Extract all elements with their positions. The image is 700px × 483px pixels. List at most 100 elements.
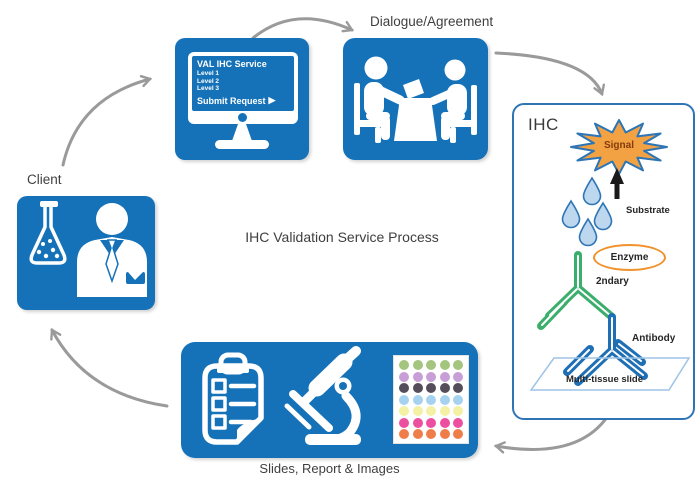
substrate-label: Substrate (626, 205, 670, 216)
page-title: IHC Validation Service Process (245, 229, 439, 245)
results-box (181, 342, 478, 458)
ihc-graphics (529, 119, 691, 391)
screen-level-1: Level 1 (197, 70, 220, 77)
microscope-icon (284, 346, 361, 445)
results-icons (202, 346, 361, 445)
flask-rim (40, 201, 58, 207)
screen-level-2: Level 2 (197, 77, 220, 85)
tissue-dot (439, 383, 450, 393)
microscope-objective (299, 388, 318, 407)
microscope-arm (324, 391, 361, 445)
dot-grid (394, 356, 468, 443)
right-person-head (444, 59, 466, 81)
arrow-portal-to-dialogue (251, 17, 355, 40)
tissue-dot (399, 417, 409, 428)
tissue-dot (412, 417, 423, 428)
tissue-dot (453, 383, 463, 393)
arrow-dialogue-to-ihc (494, 51, 606, 97)
clipboard-clip-bar (217, 367, 249, 373)
laptop (403, 79, 424, 99)
tissue-dot (453, 429, 463, 439)
page-fold (237, 418, 261, 442)
arrow-client-to-portal (61, 75, 153, 167)
portal-box: VAL IHC Service Level 1 Level 2 Level 3 … (175, 38, 309, 160)
meeting-people-icon (354, 56, 477, 143)
droplet (582, 177, 602, 206)
microscope-base (305, 434, 361, 445)
microscope-slide (289, 390, 333, 432)
tissue-dot (426, 406, 436, 416)
tissue-dot (399, 371, 409, 382)
screen-title: VAL IHC Service (197, 59, 267, 69)
tissue-dot (399, 394, 409, 405)
flask-bubbles (36, 239, 60, 259)
microscope-knob-center (339, 382, 347, 390)
tissue-dot (412, 406, 423, 416)
tissue-dot (426, 360, 436, 370)
tissue-dot (412, 429, 423, 439)
left-person-arm (376, 86, 405, 105)
client-label: Client (27, 172, 62, 187)
tissue-dot (439, 429, 450, 439)
antibody-label: Antibody (632, 333, 676, 344)
monitor-stand-neck (232, 124, 252, 141)
signal-label: Signal (603, 140, 634, 151)
left-person-head (364, 56, 388, 80)
substrate-droplets (561, 177, 613, 247)
tissue-dot (453, 371, 463, 382)
multi-tissue-slide-label: Multi-tissue slide (565, 374, 644, 385)
tissue-slide-plane (529, 357, 691, 391)
tissue-dot (426, 383, 436, 393)
checklist-lines (228, 383, 257, 425)
secondary-antibody-label: 2ndary (596, 276, 629, 287)
enzyme-label: Enzyme (610, 252, 649, 263)
tissue-dot (453, 360, 463, 370)
client-box (17, 196, 155, 310)
left-person-leg (381, 116, 390, 140)
droplet (561, 200, 581, 229)
enzyme-badge: Enzyme (593, 244, 666, 271)
tissue-dot (453, 417, 463, 428)
secondary-antibody-shape (537, 251, 616, 330)
tissue-dot (439, 371, 450, 382)
tissue-dot (426, 417, 436, 428)
tissue-slide-card (393, 355, 469, 444)
play-arrow-icon: ▶ (268, 95, 276, 105)
tissue-dot (426, 371, 436, 382)
scientist-head (96, 203, 128, 235)
monitor-icon: VAL IHC Service Level 1 Level 2 Level 3 … (188, 52, 298, 124)
meeting-silhouette (354, 56, 477, 143)
tissue-dot (439, 417, 450, 428)
tissue-dot (399, 406, 409, 416)
tissue-dot (399, 360, 409, 370)
results-label: Slides, Report & Images (259, 461, 400, 476)
submit-request-button: Submit Request ▶ (197, 96, 289, 106)
left-chair-leg (375, 127, 381, 143)
scientist-icon (77, 203, 147, 297)
tissue-dot (453, 406, 463, 416)
tissue-dot (412, 360, 423, 370)
tissue-dot (399, 383, 409, 393)
primary-antibody-shape (563, 313, 648, 386)
monitor-camera-dot (238, 113, 247, 122)
tissue-dot (412, 371, 423, 382)
tissue-dot (439, 406, 450, 416)
right-person-torso (447, 84, 467, 116)
screen-level-3: Level 3 (197, 85, 220, 92)
dialogue-label: Dialogue/Agreement (370, 14, 494, 29)
right-chair-seat (449, 120, 477, 127)
tissue-dot (426, 429, 436, 439)
tissue-dot (439, 360, 450, 370)
droplet (593, 202, 613, 231)
clipboard-board (202, 363, 264, 445)
pocket-square (128, 272, 143, 280)
client-icon (29, 201, 147, 297)
clipboard-icon (202, 352, 264, 445)
table (394, 98, 437, 141)
tie (105, 239, 119, 284)
tissue-dot (399, 429, 409, 439)
flask-icon (29, 201, 67, 265)
microscope-eyepiece (340, 346, 361, 366)
right-person-leg (441, 116, 450, 140)
ihc-panel-title: IHC (528, 115, 559, 134)
